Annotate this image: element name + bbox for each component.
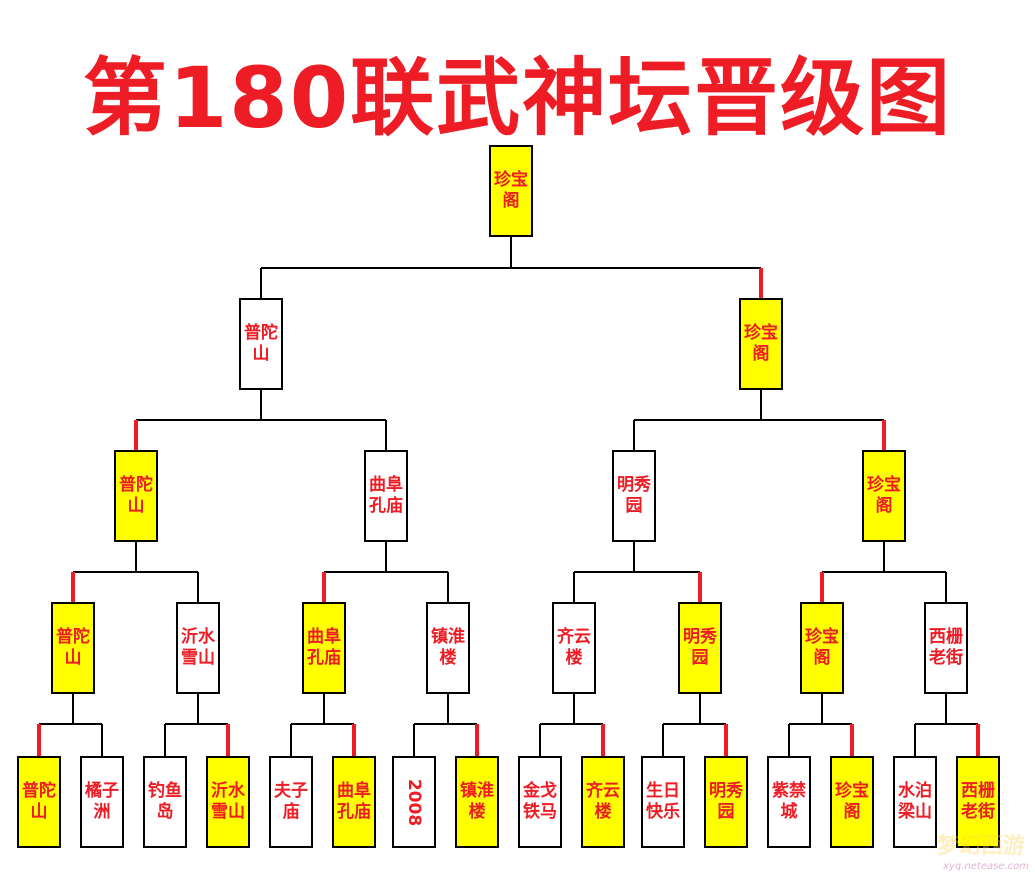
team-name: 齐云楼: [586, 781, 620, 822]
watermark-logo: 梦幻西游: [936, 834, 1025, 859]
team-box-round1-7: 镇淮楼: [455, 756, 499, 848]
team-name: 普陀山: [56, 627, 90, 668]
team-box-round2-3: 镇淮楼: [426, 602, 470, 694]
team-box-round1-15: 西栅老街: [956, 756, 1000, 848]
team-box-round4-1: 珍宝阁: [739, 298, 783, 390]
team-box-round1-13: 珍宝阁: [830, 756, 874, 848]
team-box-round3-0: 普陀山: [114, 450, 158, 542]
team-box-round1-10: 生日快乐: [641, 756, 685, 848]
team-box-round1-3: 沂水雪山: [206, 756, 250, 848]
team-box-round4-0: 普陀山: [239, 298, 283, 390]
team-name: 曲阜孔庙: [337, 781, 371, 822]
team-box-round1-0: 普陀山: [17, 756, 61, 848]
team-name: 普陀山: [119, 475, 153, 516]
team-box-round3-1: 曲阜孔庙: [364, 450, 408, 542]
team-name: 橘子洲: [85, 781, 119, 822]
team-box-round1-12: 紫禁城: [767, 756, 811, 848]
team-box-round1-1: 橘子洲: [80, 756, 124, 848]
team-box-round1-6: 2008: [392, 756, 436, 848]
team-name: 曲阜孔庙: [307, 627, 341, 668]
team-name: 镇淮楼: [460, 781, 494, 822]
team-name: 珍宝阁: [744, 323, 778, 364]
team-box-round2-5: 明秀园: [678, 602, 722, 694]
team-box-round2-1: 沂水雪山: [176, 602, 220, 694]
team-box-round2-0: 普陀山: [51, 602, 95, 694]
team-name: 珍宝阁: [805, 627, 839, 668]
team-name: 明秀园: [709, 781, 743, 822]
team-box-round2-7: 西栅老街: [924, 602, 968, 694]
team-box-champion-0: 珍宝阁: [489, 145, 533, 237]
team-name: 齐云楼: [557, 627, 591, 668]
team-box-round1-14: 水泊梁山: [893, 756, 937, 848]
team-name: 沂水雪山: [211, 781, 245, 822]
team-box-round1-5: 曲阜孔庙: [332, 756, 376, 848]
team-box-round2-2: 曲阜孔庙: [302, 602, 346, 694]
team-name: 生日快乐: [646, 781, 680, 822]
team-name: 夫子庙: [274, 781, 308, 822]
team-name: 西栅老街: [929, 627, 963, 668]
team-box-round3-3: 珍宝阁: [862, 450, 906, 542]
team-box-round2-6: 珍宝阁: [800, 602, 844, 694]
team-box-round1-2: 钓鱼岛: [143, 756, 187, 848]
team-name: 紫禁城: [772, 781, 806, 822]
team-box-round1-4: 夫子庙: [269, 756, 313, 848]
team-name: 西栅老街: [961, 781, 995, 822]
team-box-round1-8: 金戈铁马: [518, 756, 562, 848]
team-name: 普陀山: [244, 323, 278, 364]
team-box-round2-4: 齐云楼: [552, 602, 596, 694]
team-name: 明秀园: [617, 475, 651, 516]
team-name: 水泊梁山: [898, 781, 932, 822]
team-name: 明秀园: [683, 627, 717, 668]
team-name: 珍宝阁: [867, 475, 901, 516]
team-name: 曲阜孔庙: [369, 475, 403, 516]
team-name: 镇淮楼: [431, 627, 465, 668]
team-name: 沂水雪山: [181, 627, 215, 668]
team-name: 2008: [404, 778, 425, 826]
team-name: 金戈铁马: [523, 781, 557, 822]
page-title: 第180联武神坛晋级图: [82, 49, 953, 147]
team-box-round1-11: 明秀园: [704, 756, 748, 848]
team-box-round3-2: 明秀园: [612, 450, 656, 542]
team-name: 珍宝阁: [494, 170, 528, 211]
team-name: 珍宝阁: [835, 781, 869, 822]
team-box-round1-9: 齐云楼: [581, 756, 625, 848]
watermark-url: xyq.netease.com: [943, 861, 1029, 872]
team-name: 钓鱼岛: [148, 781, 182, 822]
team-name: 普陀山: [22, 781, 56, 822]
